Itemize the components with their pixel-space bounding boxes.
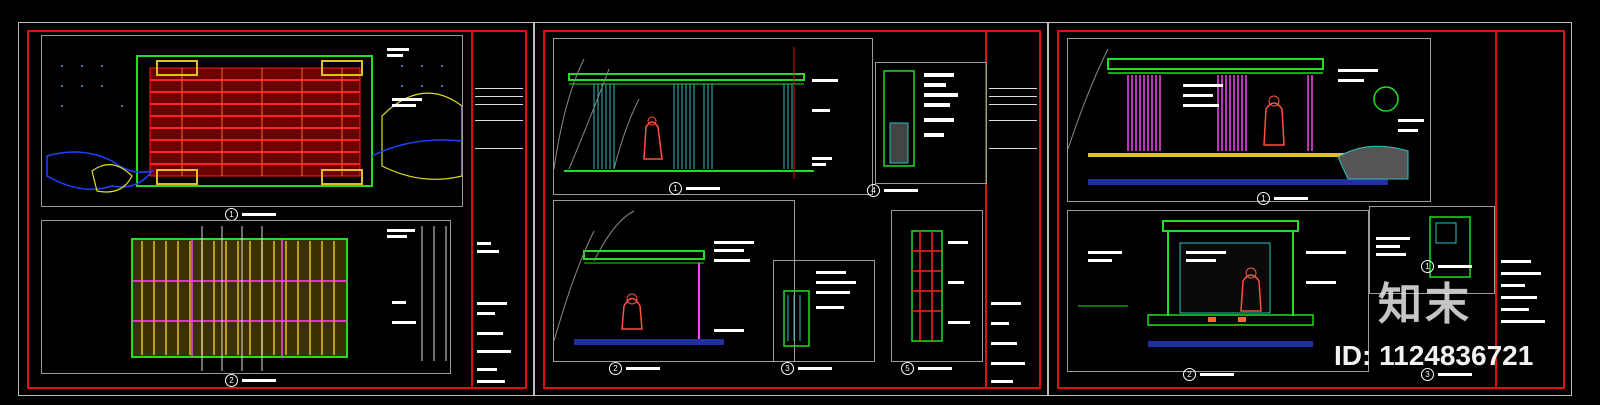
section-2-drawing [1078, 220, 1346, 347]
drawing-sheet-2: 1 4 2 [534, 22, 1048, 396]
label-number: 2 [225, 374, 238, 387]
section-view-1 [1067, 38, 1431, 202]
drawing-sheet-1: 1 2 [18, 22, 534, 396]
label-number: 1 [669, 182, 682, 195]
side-elevation-drawing [553, 210, 754, 345]
detail-label-5: 5 [901, 362, 952, 375]
detail-label-right-1: 1 [1421, 260, 1472, 273]
detail-label-3: 3 [781, 362, 832, 375]
front-elevation-drawing [553, 47, 838, 179]
sheet-3-frame: 1 1 [1057, 30, 1565, 389]
roof-plan-label-2: 2 [225, 374, 276, 387]
side-elevation-view [553, 200, 795, 362]
label-number: 2 [609, 362, 622, 375]
detail-view-5 [891, 210, 983, 362]
detail-view-4 [875, 62, 987, 184]
detail-label-right-3: 3 [1421, 368, 1472, 381]
sheet-1-title-block [471, 32, 525, 387]
section-1-drawing [1067, 48, 1424, 185]
label-number: 3 [781, 362, 794, 375]
detail-4-drawing [883, 70, 958, 167]
brand-watermark: 知末 [1378, 280, 1472, 329]
label-number: 5 [901, 362, 914, 375]
front-elevation-view [553, 38, 873, 195]
sheet-2-frame: 1 4 2 [543, 30, 1041, 389]
detail-view-right [1369, 206, 1495, 294]
detail-3-drawing [783, 271, 856, 347]
pergola-plan-view [41, 35, 463, 207]
section-label-2: 2 [1183, 368, 1234, 381]
sheet-1-frame: 1 2 [27, 30, 527, 389]
drawing-sheet-3: 1 1 [1048, 22, 1572, 396]
sheet-2-title-block [985, 32, 1039, 387]
detail-5-drawing [911, 230, 970, 342]
label-number: 4 [867, 184, 880, 197]
label-number: 2 [1183, 368, 1196, 381]
id-watermark: ID: 1124836721 [1334, 340, 1534, 371]
detail-right-drawing [1376, 216, 1471, 278]
section-label-1: 1 [1257, 192, 1308, 205]
label-number: 1 [1421, 260, 1434, 273]
sheet-3-title-block [1495, 32, 1563, 387]
elevation-label-1: 1 [669, 182, 720, 195]
roof-plan-drawing [131, 226, 447, 371]
pergola-roof-plan-view [41, 220, 451, 374]
label-number: 3 [1421, 368, 1434, 381]
plan-drawing [46, 48, 463, 193]
elevation-label-2: 2 [609, 362, 660, 375]
label-number: 1 [1257, 192, 1270, 205]
detail-view-3 [773, 260, 875, 362]
section-view-2 [1067, 210, 1369, 372]
detail-label-4: 4 [867, 184, 918, 197]
